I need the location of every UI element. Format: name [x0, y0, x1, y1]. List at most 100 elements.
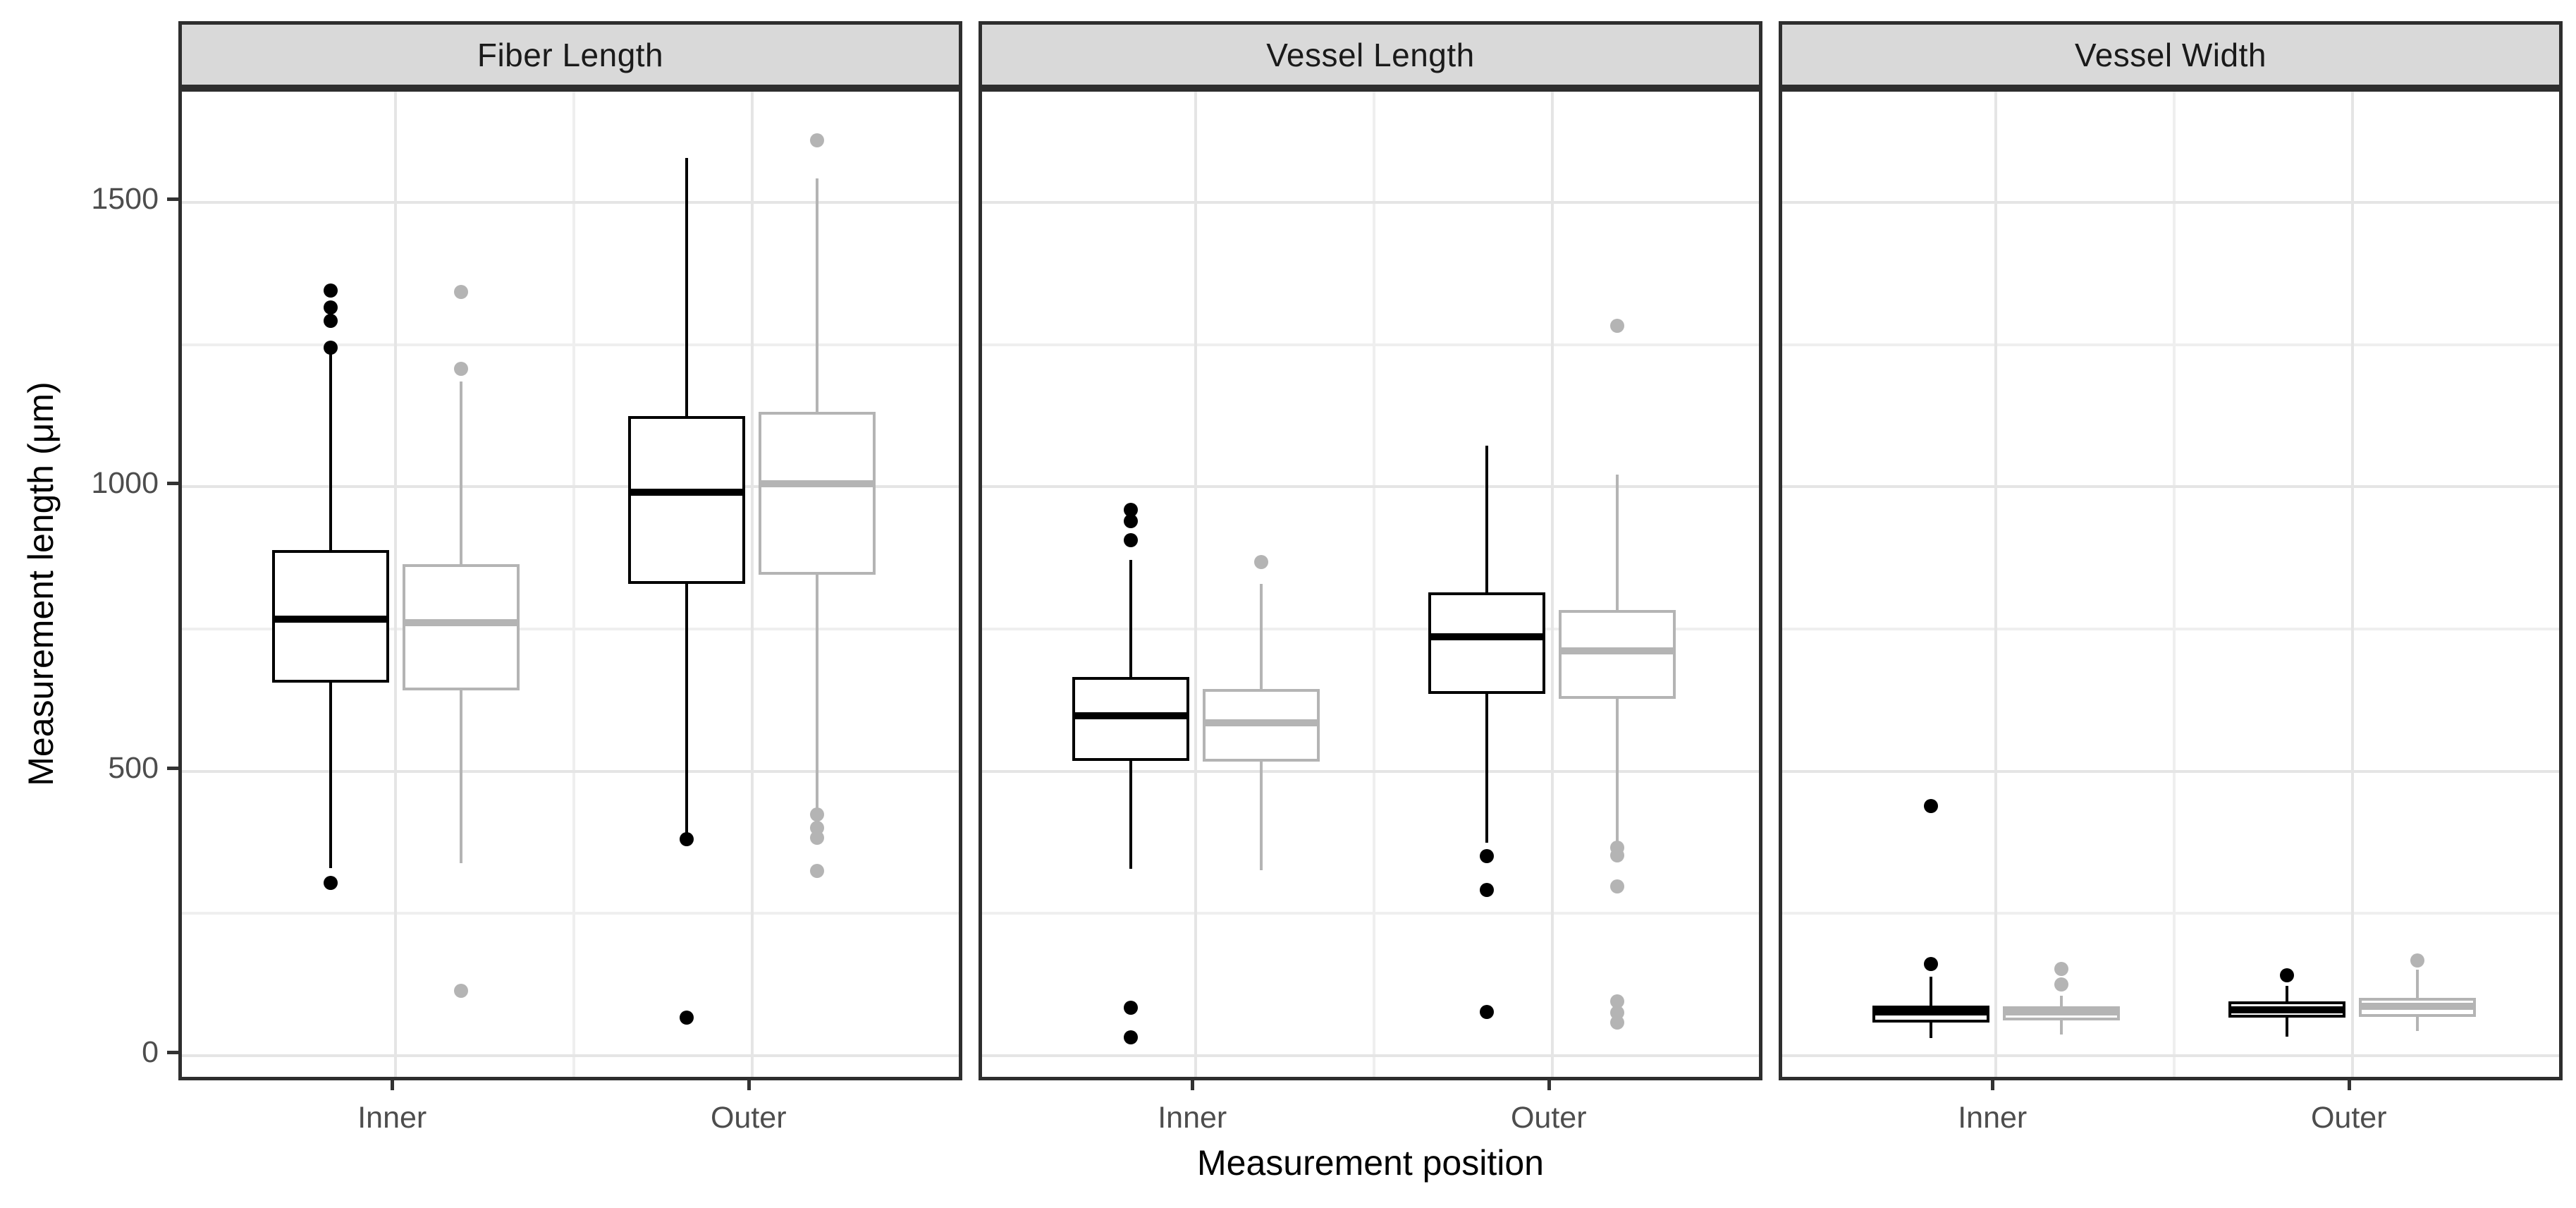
box-inner-black-outlier-439 — [1923, 798, 1938, 813]
box-outer-black-whisker-high — [1485, 446, 1489, 593]
box-outer-black-outlier-76 — [1480, 1005, 1495, 1020]
box-inner-black-outlier-161 — [1923, 956, 1938, 971]
x-tick-mark-0-1 — [747, 1080, 751, 1090]
gridline-major-y1500 — [1782, 201, 2559, 205]
box-outer-black-outlier-141 — [2280, 968, 2295, 982]
x-tick-mark-1-1 — [1547, 1080, 1551, 1090]
box-outer-gray-whisker-high — [816, 178, 819, 412]
y-tick-label-0: 0 — [142, 1035, 159, 1069]
x-axis-title: Measurement position — [1197, 1143, 1544, 1183]
box-inner-gray-outlier-114 — [453, 983, 468, 998]
box-outer-black-iqr — [628, 416, 746, 585]
box-outer-gray-outlier-58 — [1610, 1015, 1625, 1030]
box-inner-black-whisker-high — [1929, 976, 1932, 1006]
box-inner-black-median — [271, 616, 389, 623]
box-inner-black-outlier-1315 — [323, 300, 338, 315]
box-inner-gray-median — [2002, 1008, 2120, 1015]
gridline-major-x-inner — [394, 92, 398, 1077]
box-inner-gray-whisker-low — [2059, 1020, 2063, 1035]
gridline-major-y500 — [1782, 769, 2559, 773]
box-outer-gray-outlier-1610 — [810, 133, 825, 147]
box-outer-black-iqr — [1428, 592, 1546, 694]
box-inner-gray-median — [1202, 719, 1320, 726]
box-outer-gray-iqr — [759, 411, 876, 575]
gridline-major-y500 — [982, 769, 1759, 773]
gridline-minor-y250 — [1782, 912, 2559, 915]
facet-strip-fiber-length: Fiber Length — [178, 21, 962, 88]
gridline-major-x-inner — [1994, 92, 1998, 1077]
gridline-major-y1500 — [182, 201, 959, 205]
x-tick-label-inner: Inner — [1158, 1101, 1227, 1135]
facet-panel-vessel-width — [1779, 88, 2563, 1080]
box-inner-gray-whisker-low — [459, 690, 462, 864]
x-tick-mark-2-0 — [1991, 1080, 1995, 1090]
box-inner-black-outlier-940 — [1123, 513, 1138, 528]
gridline-major-y1500 — [982, 201, 1759, 205]
gridline-major-y0 — [182, 1054, 959, 1057]
box-inner-black-outlier-960 — [1123, 502, 1138, 517]
box-outer-gray-whisker-low — [816, 574, 819, 811]
box-outer-black-outlier-291 — [1480, 883, 1495, 898]
box-inner-gray-outlier-1343 — [453, 284, 468, 299]
box-inner-black-whisker-high — [329, 350, 332, 550]
box-outer-gray-whisker-high — [2416, 969, 2419, 999]
y-tick-mark-1500 — [167, 197, 178, 202]
y-tick-mark-0 — [167, 1050, 178, 1054]
x-tick-mark-2-1 — [2347, 1080, 2351, 1090]
box-inner-gray-whisker-high — [1259, 584, 1263, 690]
box-inner-gray-whisker-high — [459, 382, 462, 565]
box-outer-black-whisker-low — [685, 584, 689, 836]
box-inner-black-whisker-low — [1929, 1022, 1932, 1038]
box-outer-gray-whisker-low — [2416, 1016, 2419, 1031]
box-inner-black-outlier-303 — [323, 876, 338, 891]
box-inner-black-median — [1872, 1008, 1989, 1015]
gridline-minor-y250 — [182, 912, 959, 915]
box-inner-black-outlier-1292 — [323, 313, 338, 328]
box-outer-gray-median — [759, 480, 876, 488]
facet-strip-vessel-width: Vessel Width — [1779, 21, 2563, 88]
x-tick-label-outer: Outer — [710, 1101, 787, 1135]
y-tick-mark-1000 — [167, 482, 178, 486]
box-outer-gray-outlier-297 — [1610, 879, 1625, 894]
box-outer-black-outlier-350 — [1480, 849, 1495, 864]
box-inner-black-outlier-84 — [1123, 1000, 1138, 1015]
box-inner-gray-outlier-125 — [2054, 977, 2068, 992]
box-inner-gray-iqr — [402, 564, 520, 691]
box-inner-black-whisker-high — [1129, 560, 1132, 678]
box-inner-black-outlier-1345 — [323, 283, 338, 298]
facet-strip-vessel-length: Vessel Length — [979, 21, 1762, 88]
box-outer-gray-median — [2359, 1002, 2477, 1010]
box-inner-black-whisker-low — [329, 682, 332, 868]
box-outer-gray-outlier-325 — [810, 863, 825, 878]
box-outer-gray-whisker-low — [1616, 699, 1619, 846]
y-tick-label-1000: 1000 — [91, 466, 159, 501]
box-outer-gray-outlier-167 — [2410, 953, 2425, 968]
gridline-major-x-inner — [1194, 92, 1198, 1077]
gridline-major-x-outer — [750, 92, 754, 1077]
box-inner-gray-median — [402, 619, 520, 627]
y-tick-label-500: 500 — [108, 750, 159, 785]
facet-strip-label: Fiber Length — [477, 36, 664, 73]
gridline-major-y1000 — [1782, 485, 2559, 489]
gridline-minor-x-mid — [2173, 92, 2176, 1077]
box-outer-black-whisker-high — [685, 158, 689, 417]
box-outer-black-median — [2228, 1006, 2346, 1014]
box-inner-gray-whisker-low — [1259, 761, 1263, 870]
box-inner-gray-outlier-868 — [1253, 554, 1268, 569]
box-outer-black-median — [1428, 633, 1546, 641]
box-outer-gray-outlier-352 — [1610, 848, 1625, 862]
gridline-minor-x-mid — [572, 92, 575, 1077]
gridline-minor-y1250 — [1782, 343, 2559, 346]
box-inner-black-outlier-906 — [1123, 533, 1138, 548]
box-inner-gray-whisker-high — [2059, 996, 2063, 1006]
box-inner-black-iqr — [1072, 677, 1189, 761]
x-tick-label-outer: Outer — [1510, 1101, 1587, 1135]
facet-panel-fiber-length — [178, 88, 962, 1080]
box-outer-black-outlier-67 — [680, 1010, 694, 1025]
box-outer-black-median — [628, 489, 746, 496]
box-inner-black-outlier-32 — [1123, 1030, 1138, 1044]
y-axis-title: Measurement length (μm) — [21, 382, 61, 786]
box-outer-gray-median — [1559, 647, 1676, 655]
facet-panel-vessel-length — [979, 88, 1762, 1080]
